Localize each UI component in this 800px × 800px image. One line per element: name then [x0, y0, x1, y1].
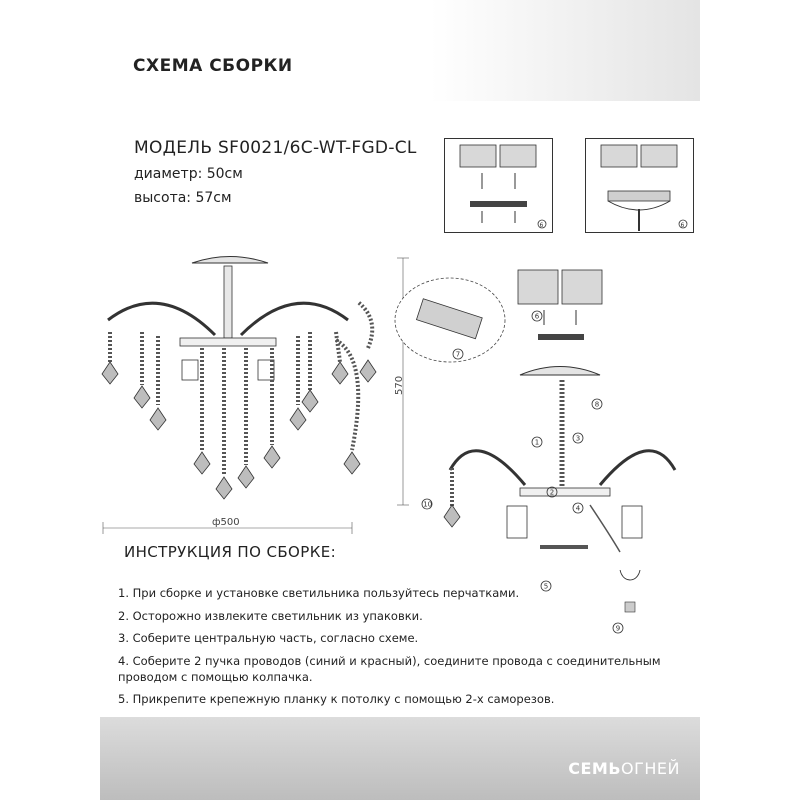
inset-canopy: 6: [585, 138, 694, 233]
width-dimension-label: ф500: [212, 517, 240, 528]
callout-number: 4: [576, 505, 581, 513]
callout-markers: 6 7 8 1 3 2 10 4: [421, 310, 603, 514]
height-label: высота: 57см: [134, 190, 232, 206]
instruction-step: 5. Прикрепите крепежную планку к потолку…: [118, 692, 555, 706]
assembly-diagram: ф500 570: [101, 256, 677, 553]
instructions-title: ИНСТРУКЦИЯ ПО СБОРКЕ:: [124, 543, 337, 561]
callout-number: 9: [616, 625, 620, 633]
inset-callout: 6: [540, 222, 544, 229]
instruction-step: 2. Осторожно извлеките светильник из упа…: [118, 608, 423, 623]
instruction-step: 4. Соберите 2 пучка проводов (синий и кр…: [118, 653, 661, 684]
callout-number: 5: [544, 583, 548, 591]
inset-callout: 6: [681, 222, 685, 229]
inset-mounting-bracket-drawing: 6: [459, 144, 547, 229]
height-dimension-label: 570: [394, 376, 405, 395]
model-label: МОДЕЛЬ SF0021/6C-WT-FGD-CL: [134, 138, 417, 158]
callout-number: 2: [550, 489, 554, 497]
diameter-label: диаметр: 50см: [134, 166, 243, 182]
instruction-step: 3. Соберите центральную часть, согласно …: [118, 631, 419, 645]
inset-canopy-drawing: 6: [600, 144, 688, 231]
header: СХЕМА СБОРКИ: [100, 0, 700, 101]
bulb-and-cap-drawing: 5 9: [540, 570, 641, 634]
exploded-view-drawing: [394, 269, 677, 553]
brand-light: ОГНЕЙ: [621, 759, 680, 778]
callout-number: 10: [423, 501, 432, 509]
callout-number: 1: [535, 439, 539, 447]
assembled-chandelier-drawing: ф500 570: [101, 256, 409, 534]
header-band: [100, 0, 700, 101]
callout-number: 7: [456, 351, 460, 359]
instructions-list: 1. При сборке и установке светильника по…: [118, 585, 698, 736]
brand-bold: СЕМЬ: [568, 759, 622, 778]
page-title: СХЕМА СБОРКИ: [133, 56, 293, 76]
inset-mounting-bracket: 6: [444, 138, 553, 233]
instruction-step: 1. При сборке и установке светильника по…: [118, 586, 520, 600]
callout-number: 8: [595, 401, 599, 409]
brand-logo: СЕМЬОГНЕЙ: [568, 759, 680, 778]
instruction-sheet: СХЕМА СБОРКИ МОДЕЛЬ SF0021/6C-WT-FGD-CL …: [100, 0, 700, 800]
callout-number: 6: [535, 313, 540, 321]
callout-number: 3: [576, 435, 580, 443]
footer: СЕМЬОГНЕЙ: [100, 717, 700, 800]
